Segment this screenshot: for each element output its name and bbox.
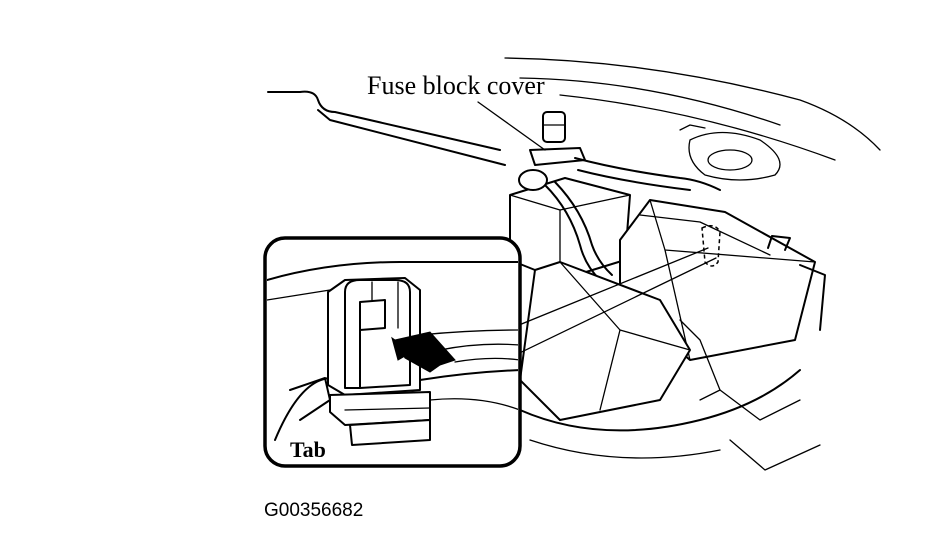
engine-bay-illustration	[267, 57, 881, 471]
fuse-block-cover-label: Fuse block cover	[367, 71, 545, 100]
push-direction-arrow	[394, 331, 456, 373]
tab-label: Tab	[290, 437, 326, 462]
tab-detail-inset	[263, 236, 522, 468]
figure-id: G00356682	[264, 500, 363, 521]
